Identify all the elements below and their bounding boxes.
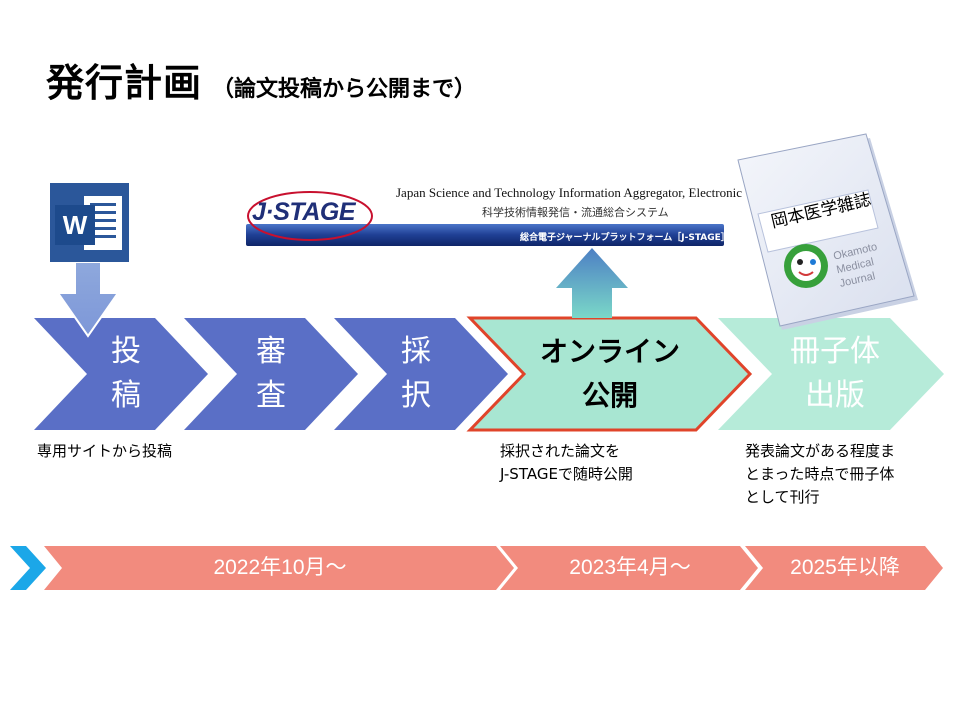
jstage-logo: J·STAGE: [252, 198, 356, 226]
step-label-print: 冊子体 出版: [770, 330, 900, 418]
timeline-label-3: 2025年以降: [790, 556, 900, 579]
step-chevron-submit: [34, 318, 208, 430]
step-label-line-1: オンライン: [539, 335, 680, 368]
step-label-review: 審 査: [241, 330, 301, 418]
timeline-label-2: 2023年4月～: [569, 556, 691, 579]
step-chevron-print: [718, 318, 944, 430]
timeline-label-1: 2022年10月～: [213, 556, 347, 579]
timeline-band-3: [745, 546, 943, 590]
step-chevron-online: [466, 316, 753, 432]
step-label-line-1: 採: [401, 334, 431, 369]
jstage-bar-text: 総合電子ジャーナルプラットフォーム［J-STAGE］: [520, 233, 730, 243]
timeline-band-2: [500, 546, 758, 590]
note-line: として刊行: [745, 488, 820, 506]
up-arrow: [556, 248, 628, 318]
note-print: 発表論文がある程度ま とまった時点で冊子体 として刊行: [745, 440, 895, 509]
step-label-line-2: 択: [401, 378, 431, 413]
word-icon-letter: W: [62, 210, 88, 240]
title-main: 発行計画: [46, 61, 203, 105]
note-line: J-STAGEで随時公開: [500, 465, 633, 483]
jstage-banner: [246, 186, 724, 246]
timeline-start-arrow: [10, 546, 46, 590]
jstage-tagline-en: Japan Science and Technology Information…: [396, 185, 742, 200]
jstage-tagline-ja: 科学技術情報発信・流通総合システム: [482, 206, 669, 219]
note-line: とまった時点で冊子体: [745, 465, 895, 483]
step-label-line-2: 出版: [805, 378, 865, 413]
step-chevron-accept: [334, 318, 508, 430]
step-label-line-2: 査: [256, 378, 286, 413]
down-arrow: [56, 261, 120, 338]
note-line: 採択された論文を: [500, 442, 621, 460]
timeline-band-1: [44, 546, 514, 590]
note-submit: 専用サイトから投稿: [37, 442, 173, 460]
journal-book: [737, 133, 918, 330]
note-online: 採択された論文を J-STAGEで随時公開: [500, 440, 633, 486]
note-line: 発表論文がある程度ま: [745, 442, 896, 460]
step-label-online: オンライン 公開: [518, 330, 702, 418]
step-label-line-1: 審: [256, 334, 286, 369]
word-icon: [50, 183, 129, 262]
step-label-accept: 採 択: [386, 330, 446, 418]
step-label-line-2: 稿: [111, 378, 141, 413]
step-label-line-2: 公開: [581, 379, 638, 412]
page-title: 発行計画 （論文投稿から公開まで）: [46, 52, 476, 107]
title-subtitle: （論文投稿から公開まで）: [212, 77, 477, 102]
step-label-submit: 投 稿: [96, 330, 156, 418]
step-label-line-1: 冊子体: [790, 334, 880, 369]
step-label-line-1: 投: [111, 334, 141, 369]
step-chevron-review: [184, 318, 358, 430]
